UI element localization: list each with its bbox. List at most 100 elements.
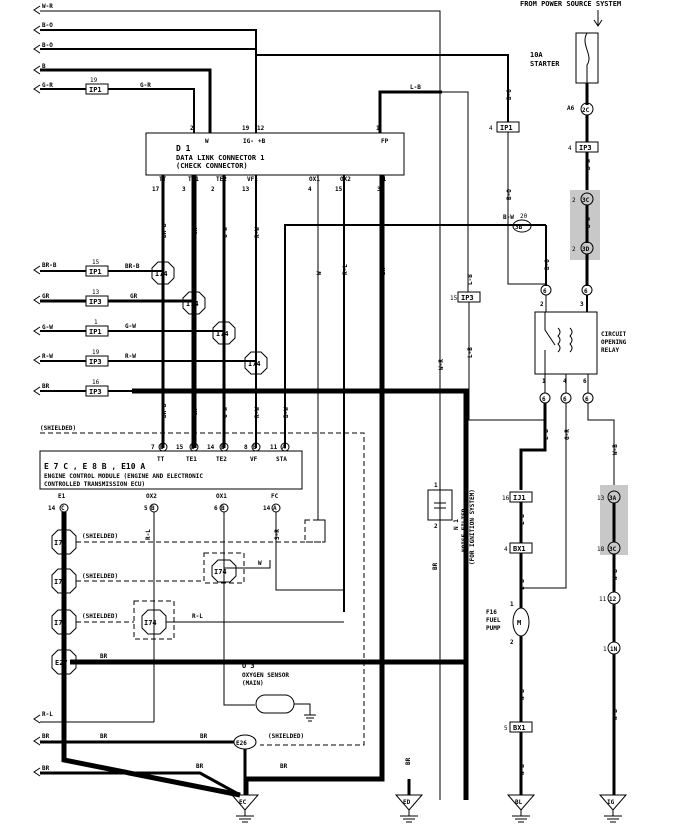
svg-text:M: M [517,619,521,627]
svg-text:1N: 1N [610,646,618,653]
svg-text:E1: E1 [58,493,66,500]
svg-text:12: 12 [609,596,617,603]
svg-text:2C: 2C [582,107,590,114]
svg-text:TT: TT [157,456,165,463]
ecm-name: ENGINE CONTROL MODULE (ENGINE AND ELECTR… [44,473,203,480]
svg-text:GR: GR [192,408,199,416]
svg-text:3C: 3C [582,197,590,204]
svg-text:IP1: IP1 [89,268,102,276]
svg-text:1: 1 [94,319,98,326]
ground-ec: EC [230,794,260,823]
svg-text:VF: VF [250,456,258,463]
svg-text:13: 13 [242,186,250,193]
svg-text:W-B: W-B [612,569,619,580]
svg-text:OX2: OX2 [146,493,157,500]
svg-text:B: B [253,444,257,451]
svg-text:TE2: TE2 [216,456,227,463]
svg-text:2: 2 [211,186,215,193]
svg-text:8: 8 [244,444,248,451]
svg-text:BR: BR [196,763,204,770]
svg-text:W-B: W-B [519,689,526,700]
svg-text:B-O: B-O [506,189,513,200]
svg-text:BX1: BX1 [513,724,526,732]
svg-text:2: 2 [572,197,576,204]
svg-text:W-B: W-B [519,764,526,775]
left-wire-labels: W-R B-O B-O B G-R BR-B GR G-W R-W BR R-L… [42,3,57,772]
svg-text:I74: I74 [248,360,261,368]
wire-label: B [42,63,46,70]
svg-text:BR: BR [432,562,439,570]
svg-text:BR: BR [405,757,412,765]
svg-text:BR: BR [100,653,108,660]
svg-text:IJ1: IJ1 [513,494,526,502]
svg-text:EC: EC [239,799,247,806]
engine-control-module [39,450,303,490]
ecm-name-2: CONTROLLED TRANSMISSION ECU) [44,481,145,488]
connector-ip1: IP1 [89,86,102,94]
wire-label: GR [42,293,50,300]
dlc-bottom-pins: TT 17 TE1 3 TE2 2 VF1 13 OX1 4 OX2 15 E1… [152,176,387,193]
dlc-pin-sig: W [205,138,209,145]
svg-text:E26: E26 [236,740,247,747]
svg-text:G-R: G-R [564,429,571,440]
o2-name: OXYGEN SENSOR [242,672,289,679]
svg-text:BR-B: BR-B [125,263,140,270]
svg-text:IP3: IP3 [89,358,102,366]
svg-text:20: 20 [520,213,528,220]
junction-stack-left: I74 I74 I74 E27 [51,529,77,675]
svg-text:1: 1 [434,482,438,489]
svg-text:B-W: B-W [585,217,592,228]
svg-text:14: 14 [263,505,271,512]
svg-text:3: 3 [377,186,381,193]
svg-text:B: B [160,444,164,451]
svg-text:6: 6 [214,505,218,512]
svg-text:OX1: OX1 [216,493,227,500]
wire-label: BR-B [42,262,57,269]
wire-label: R-W [42,353,53,360]
svg-text:IP3: IP3 [579,144,592,152]
svg-text:A6: A6 [567,105,575,112]
svg-text:STA: STA [276,456,287,463]
svg-text:I74: I74 [155,270,168,278]
svg-text:3A: 3A [609,495,617,502]
svg-text:13: 13 [597,495,605,502]
ground-bl: BL [506,794,536,823]
svg-text:BR: BR [380,267,387,275]
svg-text:19: 19 [90,77,98,84]
svg-text:B-W: B-W [503,214,514,221]
svg-text:I74: I74 [54,539,67,547]
svg-text:R-L: R-L [342,264,349,275]
dlc-id: D 1 [176,144,191,153]
svg-text:B: B [221,505,225,512]
svg-text:G-R: G-R [140,82,151,89]
svg-text:2: 2 [510,639,514,646]
svg-text:C: C [61,505,65,512]
svg-text:L-B: L-B [519,514,526,525]
svg-text:15: 15 [176,444,184,451]
svg-text:16: 16 [502,495,510,502]
svg-text:5: 5 [504,725,508,732]
ecm-ids: E 7 C , E 8 B , E10 A [44,462,145,471]
dlc-pin-sig: IG- [243,138,254,145]
svg-text:11: 11 [599,596,607,603]
svg-text:BR: BR [200,733,208,740]
svg-text:4: 4 [568,145,572,152]
svg-text:A: A [273,505,277,512]
relay-label-3: RELAY [601,347,619,354]
svg-text:1: 1 [542,378,546,385]
data-link-connector-1 [145,132,405,176]
dlc-name: DATA LINK CONNECTOR 1 [176,154,265,162]
svg-text:W-B: W-B [612,444,619,455]
svg-text:BR: BR [100,733,108,740]
svg-text:W: W [316,271,323,275]
svg-text:2: 2 [540,301,544,308]
shielded-label: (SHIELDED) [40,425,76,432]
svg-text:I74: I74 [186,300,199,308]
relay-label-1: CIRCUIT [601,331,627,338]
dlc-pin-sig: FP [381,138,389,145]
svg-text:19: 19 [92,349,100,356]
svg-text:TE1: TE1 [186,456,197,463]
svg-text:(SHIELDED): (SHIELDED) [82,573,118,580]
svg-text:W-R: W-R [438,359,445,370]
